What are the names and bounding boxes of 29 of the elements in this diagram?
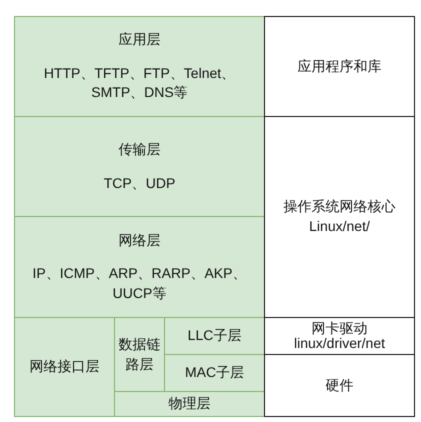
protocol-list: TCP、UDP — [104, 174, 176, 194]
component-label: 应用程序和库 — [298, 56, 382, 76]
layer-block — [14, 317, 115, 417]
component-block — [264, 354, 415, 417]
component-block — [264, 116, 415, 318]
layer-title: 网络层 — [118, 230, 160, 250]
sublayer-title: LLC子层 — [188, 326, 242, 346]
layer-block — [164, 317, 265, 355]
layer-block — [114, 317, 165, 392]
component-block — [264, 317, 415, 355]
layer-block — [164, 354, 265, 392]
component-label: 网卡驱动 — [312, 320, 368, 336]
layer-block — [14, 16, 265, 117]
path-label: linux/driver/net — [294, 336, 386, 352]
layer-title: 应用层 — [118, 30, 160, 50]
layer-block — [114, 391, 265, 417]
layer-block — [14, 116, 265, 217]
component-block — [264, 16, 415, 117]
component-label: 硬件 — [326, 376, 354, 395]
layer-block — [14, 216, 265, 318]
layer-title: 网络接口层 — [30, 357, 100, 376]
protocol-list: IP、ICMP、ARP、RARP、AKP、UUCP等 — [24, 264, 254, 304]
layer-title: 物理层 — [168, 394, 210, 414]
layer-title: 数据链路层 — [118, 334, 162, 374]
layer-title: 传输层 — [118, 140, 160, 159]
sublayer-title: MAC子层 — [184, 363, 244, 382]
path-label: Linux/net/ — [309, 217, 370, 236]
protocol-list: HTTP、TFTP、FTP、Telnet、SMTP、DNS等 — [24, 64, 254, 103]
component-label: 操作系统网络核心 — [284, 197, 396, 216]
